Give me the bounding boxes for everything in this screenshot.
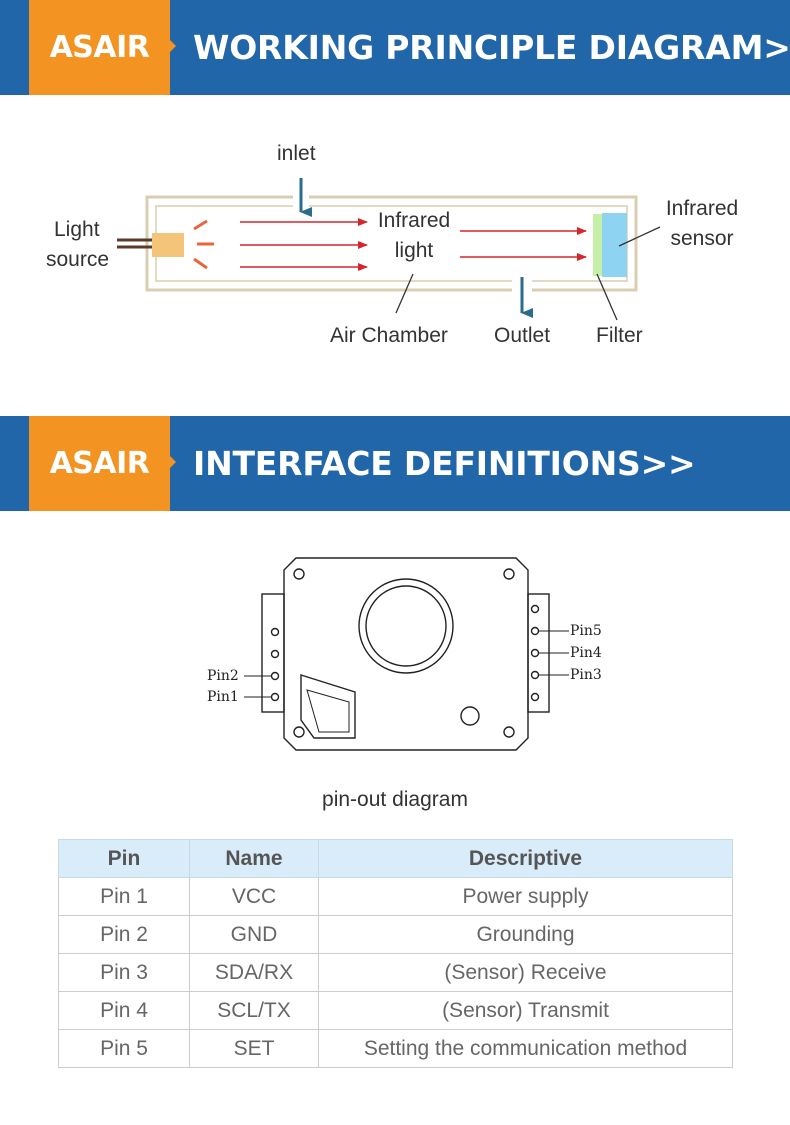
leader-lines (395, 226, 661, 321)
cell-descriptive: (Sensor) Transmit (318, 991, 733, 1030)
infrared-sensor-element (602, 213, 627, 277)
right-connector-tab (527, 593, 550, 713)
light-source-label-line1: Light (54, 218, 100, 241)
light-source-label-line2: source (46, 248, 110, 271)
table-row: Pin 5 SET Setting the communication meth… (58, 1029, 733, 1068)
infrared-light-label-line1: Infrared (377, 209, 451, 232)
infrared-sensor-label-line1: Infrared (665, 197, 739, 220)
chevron-right-icon (170, 40, 176, 52)
working-principle-diagram (117, 178, 661, 321)
section-title: WORKING PRINCIPLE DIAGRAM>> (193, 28, 790, 67)
left-connector-tab (261, 593, 285, 713)
pin-definition-table: Pin Name Descriptive Pin 1 VCC Power sup… (58, 839, 733, 1068)
infrared-sensor-label-line2: sensor (670, 227, 734, 250)
brand-logo: ASAIR (29, 416, 170, 511)
section-title: INTERFACE DEFINITIONS>> (193, 444, 696, 483)
cell-name: SET (189, 1029, 319, 1068)
pin5-label: Pin5 (570, 623, 602, 639)
brand-logo: ASAIR (29, 0, 170, 95)
pin1-label: Pin1 (207, 689, 239, 705)
cell-pin: Pin 5 (58, 1029, 190, 1068)
section-banner-interface-definitions: ASAIR INTERFACE DEFINITIONS>> (0, 416, 790, 511)
cell-pin: Pin 2 (58, 915, 190, 954)
cell-name: GND (189, 915, 319, 954)
outlet-label: Outlet (494, 324, 551, 347)
cell-pin: Pin 1 (58, 877, 190, 916)
cell-name: SDA/RX (189, 953, 319, 992)
cell-descriptive: Grounding (318, 915, 733, 954)
table-row: Pin 4 SCL/TX (Sensor) Transmit (58, 991, 733, 1030)
table-header-row: Pin Name Descriptive (58, 839, 733, 878)
pin4-label: Pin4 (570, 645, 602, 661)
inlet-label: inlet (277, 142, 316, 165)
filter-label: Filter (596, 324, 643, 347)
light-source-wires (117, 238, 152, 249)
column-header-descriptive: Descriptive (318, 839, 733, 878)
module-board-outline (283, 557, 529, 751)
air-chamber-label: Air Chamber (330, 324, 448, 347)
cell-descriptive: Power supply (318, 877, 733, 916)
section-banner-working-principle: ASAIR WORKING PRINCIPLE DIAGRAM>> (0, 0, 790, 95)
column-header-name: Name (189, 839, 319, 878)
light-source-lamp (152, 233, 184, 257)
chevron-right-icon (170, 456, 176, 468)
infrared-arrows (240, 218, 587, 271)
table-row: Pin 2 GND Grounding (58, 915, 733, 954)
filter-element (593, 214, 602, 276)
light-rays (193, 219, 214, 270)
column-header-pin: Pin (58, 839, 190, 878)
cell-pin: Pin 4 (58, 991, 190, 1030)
cell-descriptive: (Sensor) Receive (318, 953, 733, 992)
optical-window (358, 578, 454, 674)
table-row: Pin 1 VCC Power supply (58, 877, 733, 916)
pinout-caption: pin-out diagram (322, 788, 468, 811)
cell-descriptive: Setting the communication method (318, 1029, 733, 1068)
cell-pin: Pin 3 (58, 953, 190, 992)
pin2-label: Pin2 (207, 668, 239, 684)
pin3-label: Pin3 (570, 667, 602, 683)
infrared-light-label-line2: light (394, 239, 434, 262)
table-row: Pin 3 SDA/RX (Sensor) Receive (58, 953, 733, 992)
cell-name: VCC (189, 877, 319, 916)
module-component (300, 674, 356, 739)
cell-name: SCL/TX (189, 991, 319, 1030)
